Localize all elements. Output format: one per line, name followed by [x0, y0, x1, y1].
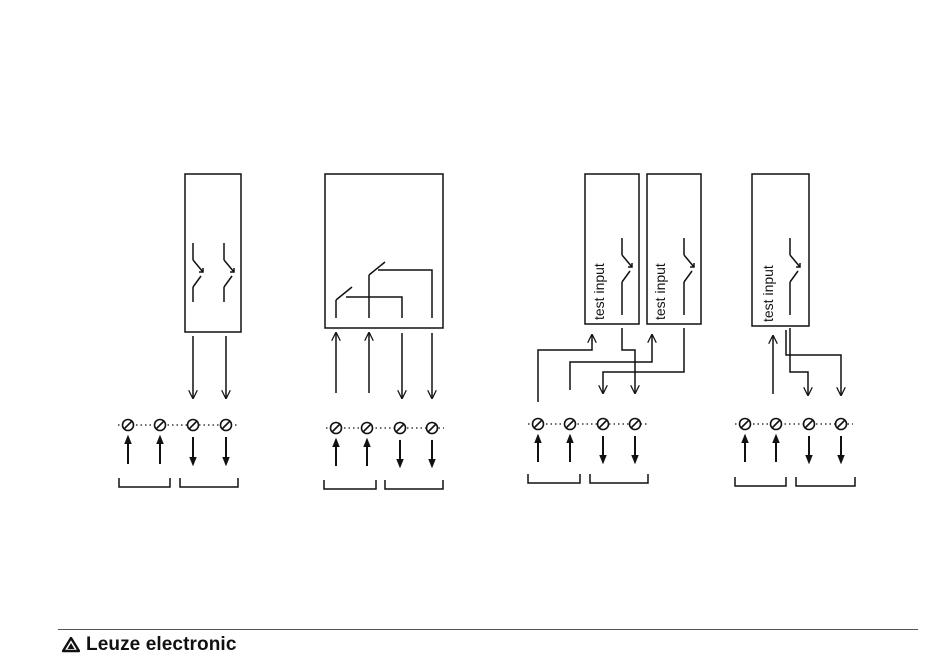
test-input-label: test input [652, 263, 668, 320]
collector-diagonal [684, 255, 694, 267]
output-wire [622, 328, 635, 393]
terminal-screw [395, 423, 406, 434]
terminal-strip [735, 419, 853, 430]
panel-single-device-test-input: test input [735, 174, 855, 486]
terminal-screw [630, 419, 641, 430]
group-bracket-left [528, 474, 580, 483]
emitter-diagonal [684, 271, 692, 282]
test-input-wire [570, 335, 652, 390]
brand-name: Leuze electronic [86, 634, 236, 656]
panel-transistor-outputs [118, 174, 241, 487]
group-bracket-right [590, 474, 648, 483]
terminal-screw [123, 420, 134, 431]
footer-rule [58, 629, 918, 630]
transistor-symbol [684, 238, 694, 315]
collector-diagonal [622, 255, 632, 267]
group-bracket-left [324, 480, 376, 489]
device-housing [325, 174, 443, 328]
transistor-symbol [622, 238, 632, 315]
panel-two-devices-test-input: test input test input [528, 174, 701, 483]
terminal-screw [427, 423, 438, 434]
terminal-screw [155, 420, 166, 431]
transistor-symbol [224, 243, 234, 302]
terminal-strip [326, 423, 444, 434]
group-bracket-left [119, 478, 170, 487]
contact-blade [336, 287, 352, 300]
collector-diagonal [193, 260, 203, 272]
device-a: test input [585, 174, 639, 324]
group-bracket-right [180, 478, 238, 487]
collector-diagonal [790, 255, 800, 267]
terminal-screw [740, 419, 751, 430]
group-bracket-left [735, 477, 786, 486]
footer-brand: Leuze electronic [62, 634, 236, 656]
terminal-screw [362, 423, 373, 434]
terminal-screw [331, 423, 342, 434]
test-input-label: test input [760, 265, 776, 322]
emitter-diagonal [622, 271, 630, 282]
collector-diagonal [224, 260, 234, 272]
terminal-strip [118, 420, 238, 431]
terminal-screw [221, 420, 232, 431]
panel-relay-contacts [324, 174, 444, 489]
group-bracket-right [385, 480, 443, 489]
emitter-diagonal [193, 276, 201, 287]
relay-contact-symbol [336, 262, 432, 318]
output-wire [603, 328, 684, 393]
terminal-screw [533, 419, 544, 430]
output-wire [790, 328, 808, 395]
terminal-screw [836, 419, 847, 430]
emitter-diagonal [790, 271, 798, 282]
group-bracket-right [796, 477, 855, 486]
leuze-triangle-logo-icon [62, 637, 80, 653]
terminal-screw [771, 419, 782, 430]
contact-blade [369, 262, 385, 275]
output-wire [786, 330, 841, 395]
terminal-screw [804, 419, 815, 430]
transistor-symbol [790, 238, 800, 315]
terminal-screw [598, 419, 609, 430]
test-input-label: test input [591, 263, 607, 320]
contact-terminal [378, 270, 432, 318]
test-input-wire [538, 335, 592, 402]
contact-terminal [346, 297, 402, 318]
emitter-diagonal [224, 276, 232, 287]
terminal-screw [188, 420, 199, 431]
terminal-screw [565, 419, 576, 430]
transistor-symbol [193, 243, 203, 302]
device-b: test input [647, 174, 701, 324]
terminal-strip [528, 419, 647, 430]
